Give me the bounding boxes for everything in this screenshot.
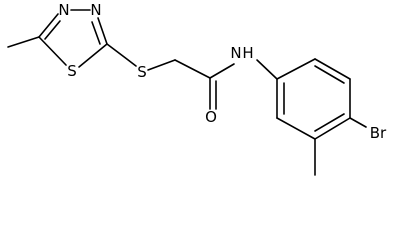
bond-methyl-c5	[7, 36, 40, 48]
atom-label-s-link: S	[137, 63, 147, 81]
structure-canvas: N N S S O N H Br	[7, 1, 387, 176]
bond-c2-s1	[78, 43, 108, 68]
atom-label-s1: S	[67, 62, 77, 80]
bond-n-aryl	[256, 59, 278, 80]
bond-s-link-ch2	[147, 59, 176, 71]
atom-label-br: Br	[370, 124, 387, 142]
bond-c5-n4-double	[44, 20, 61, 40]
bond-ar-c5-c6	[276, 117, 316, 140]
atom-label-n-amide: N	[230, 44, 241, 62]
bond-ar-c2-c3	[314, 58, 351, 80]
bond-ar-c2-c3-inner	[314, 65, 345, 84]
bond-ar-c4-c5	[314, 117, 351, 140]
atom-label-h-amide: H	[242, 44, 253, 62]
bond-c5-n4	[38, 13, 59, 38]
atom-label-n3: N	[90, 1, 101, 19]
bond-carbonyl-n	[209, 63, 235, 79]
atom-label-o: O	[205, 108, 217, 126]
bond-ar-br	[349, 117, 367, 128]
bond-n3-c2-double	[91, 21, 101, 45]
molecule-drawing: N N S S O N H Br	[7, 1, 387, 176]
bond-c2-s-link	[106, 43, 137, 67]
bond-ar-c4-c5-inner	[314, 113, 345, 132]
bond-n3-c2	[97, 17, 108, 45]
atom-label-n4: N	[58, 1, 69, 19]
bond-ar-c1-c2	[276, 58, 316, 80]
bond-ch2-carbonyl	[174, 59, 211, 79]
bond-s1-c5	[38, 36, 67, 66]
